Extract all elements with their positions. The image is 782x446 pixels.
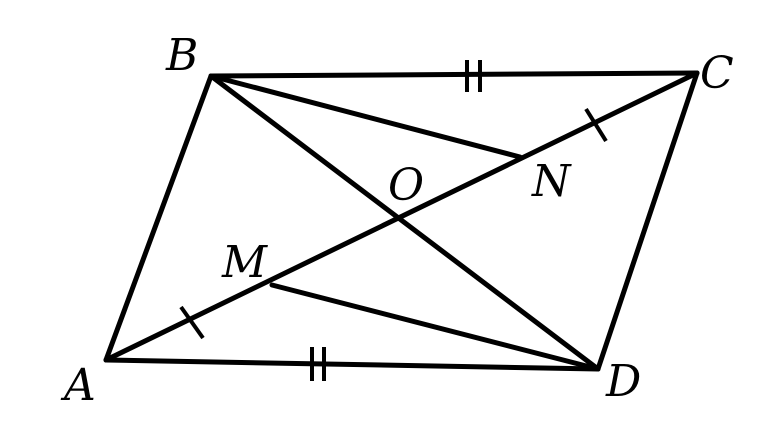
- double-tick-bc: [465, 60, 482, 92]
- label-point-m: M: [221, 237, 268, 288]
- side-cd: [595, 70, 700, 372]
- side-da: [103, 357, 601, 372]
- side-bc: [208, 70, 700, 79]
- label-point-a: A: [60, 360, 96, 411]
- label-point-b: B: [165, 30, 198, 81]
- diagonal-ac: [103, 70, 700, 363]
- segment-bn: [208, 73, 523, 160]
- label-point-o: O: [388, 160, 424, 211]
- diagonal-bd: [208, 73, 601, 372]
- segment-md: [269, 282, 601, 372]
- single-tick-nc: [584, 107, 608, 143]
- label-point-d: D: [605, 356, 641, 407]
- label-point-n: N: [531, 156, 572, 207]
- single-tick-am: [179, 305, 205, 340]
- side-ab: [103, 73, 214, 363]
- double-tick-ad: [310, 347, 326, 381]
- label-point-c: C: [700, 48, 734, 99]
